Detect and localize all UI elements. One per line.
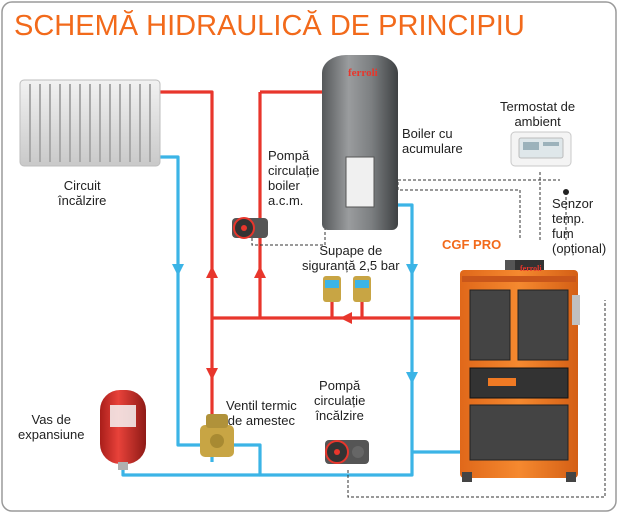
arrow-hot-up-1 (206, 266, 218, 278)
pipes (121, 90, 465, 477)
label-flue-sensor: Senzor temp. fum (opțional) (552, 196, 607, 256)
page-title: SCHEMĂ HIDRAULICĂ DE PRINCIPIU (14, 10, 525, 42)
sensor-dot (563, 189, 569, 195)
label-storage-boiler: Boiler cu acumulare (402, 126, 463, 156)
hot-pipe-radiator (160, 90, 214, 445)
label-boiler-pump: Pompă circulație boiler a.c.m. (268, 148, 320, 208)
arrow-hot-up-2 (254, 266, 266, 278)
label-thermostat: Termostat de ambient (500, 99, 576, 129)
arrow-cold-down-1 (172, 264, 184, 276)
thermostat-device (510, 131, 572, 167)
boiler-brand: ferroli (520, 264, 542, 273)
mixing-valve (200, 414, 234, 457)
arrow-hot-down (206, 368, 218, 380)
cold-pipe-radiator-return (160, 155, 200, 447)
arrow-cold-down-2 (406, 264, 418, 276)
label-heating-circuit: Circuit încălzire (58, 178, 107, 208)
flow-arrows (172, 264, 418, 384)
heating-pump (325, 440, 369, 464)
wire-tank (397, 179, 560, 190)
label-safety-valves: Supape de siguranță 2,5 bar (302, 243, 400, 273)
label-mixing-valve: Ventil termic de amestec (226, 398, 297, 428)
wire-heating-pump (347, 300, 606, 498)
label-boiler-model: CGF PRO (442, 237, 502, 252)
boiler-pump (232, 217, 268, 239)
cold-pipe-tank-return (232, 203, 414, 477)
arrow-hot-left (340, 312, 352, 324)
arrow-cold-down-3 (406, 372, 418, 384)
expansion-vessel (100, 390, 146, 470)
radiator (19, 79, 161, 167)
label-expansion-vessel: Vas de expansiune (18, 412, 85, 442)
cold-pipe-expansion (121, 462, 260, 477)
solid-fuel-boiler (460, 260, 580, 482)
tank-brand: ferroli (348, 67, 378, 79)
safety-valves (323, 276, 371, 302)
label-heating-pump: Pompă circulație încălzire (314, 378, 366, 423)
storage-tank (322, 55, 404, 230)
